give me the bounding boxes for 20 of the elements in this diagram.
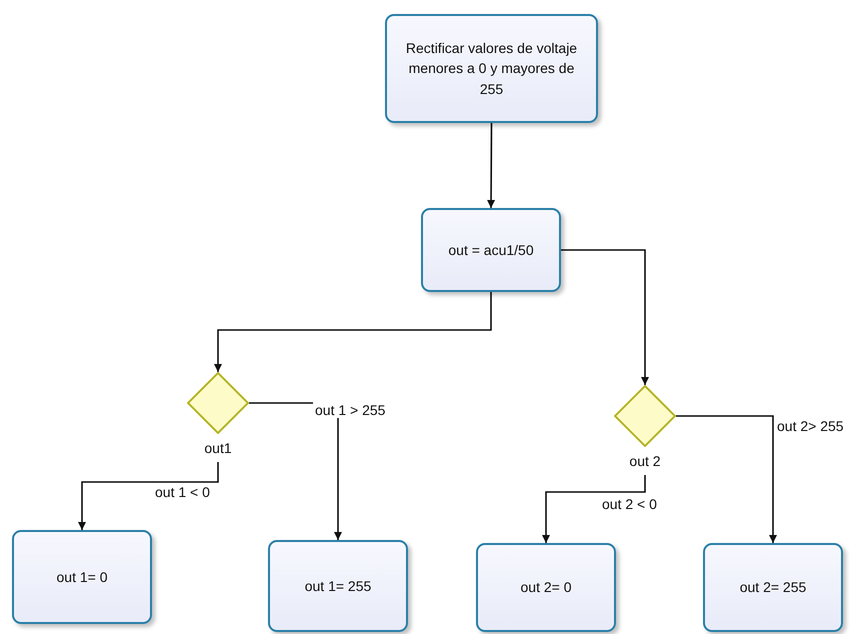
edge-label: out 1 < 0 — [153, 484, 212, 500]
process-box: Rectificar valores de voltaje menores a 0 y mayores de 255 — [385, 14, 598, 123]
process-box: out = acu1/50 — [421, 208, 561, 292]
decision-label: out1 — [204, 440, 232, 456]
arrow — [78, 462, 219, 530]
decision-diamond — [614, 385, 676, 447]
arrow — [214, 292, 492, 372]
process-box: out 2= 255 — [703, 543, 843, 632]
edge-label: out 1 > 255 — [313, 402, 388, 418]
process-box: out 2= 0 — [476, 543, 616, 632]
process-box: out 1= 255 — [268, 540, 408, 632]
arrow — [487, 123, 496, 208]
decision-diamond — [187, 372, 249, 434]
edge-label: out 2> 255 — [775, 418, 846, 434]
arrow — [542, 475, 646, 543]
arrow — [561, 249, 649, 385]
edge-label: out 2 < 0 — [600, 496, 659, 512]
process-box: out 1= 0 — [12, 530, 152, 624]
arrow — [676, 415, 777, 543]
decision-label: out 2 — [629, 453, 661, 469]
